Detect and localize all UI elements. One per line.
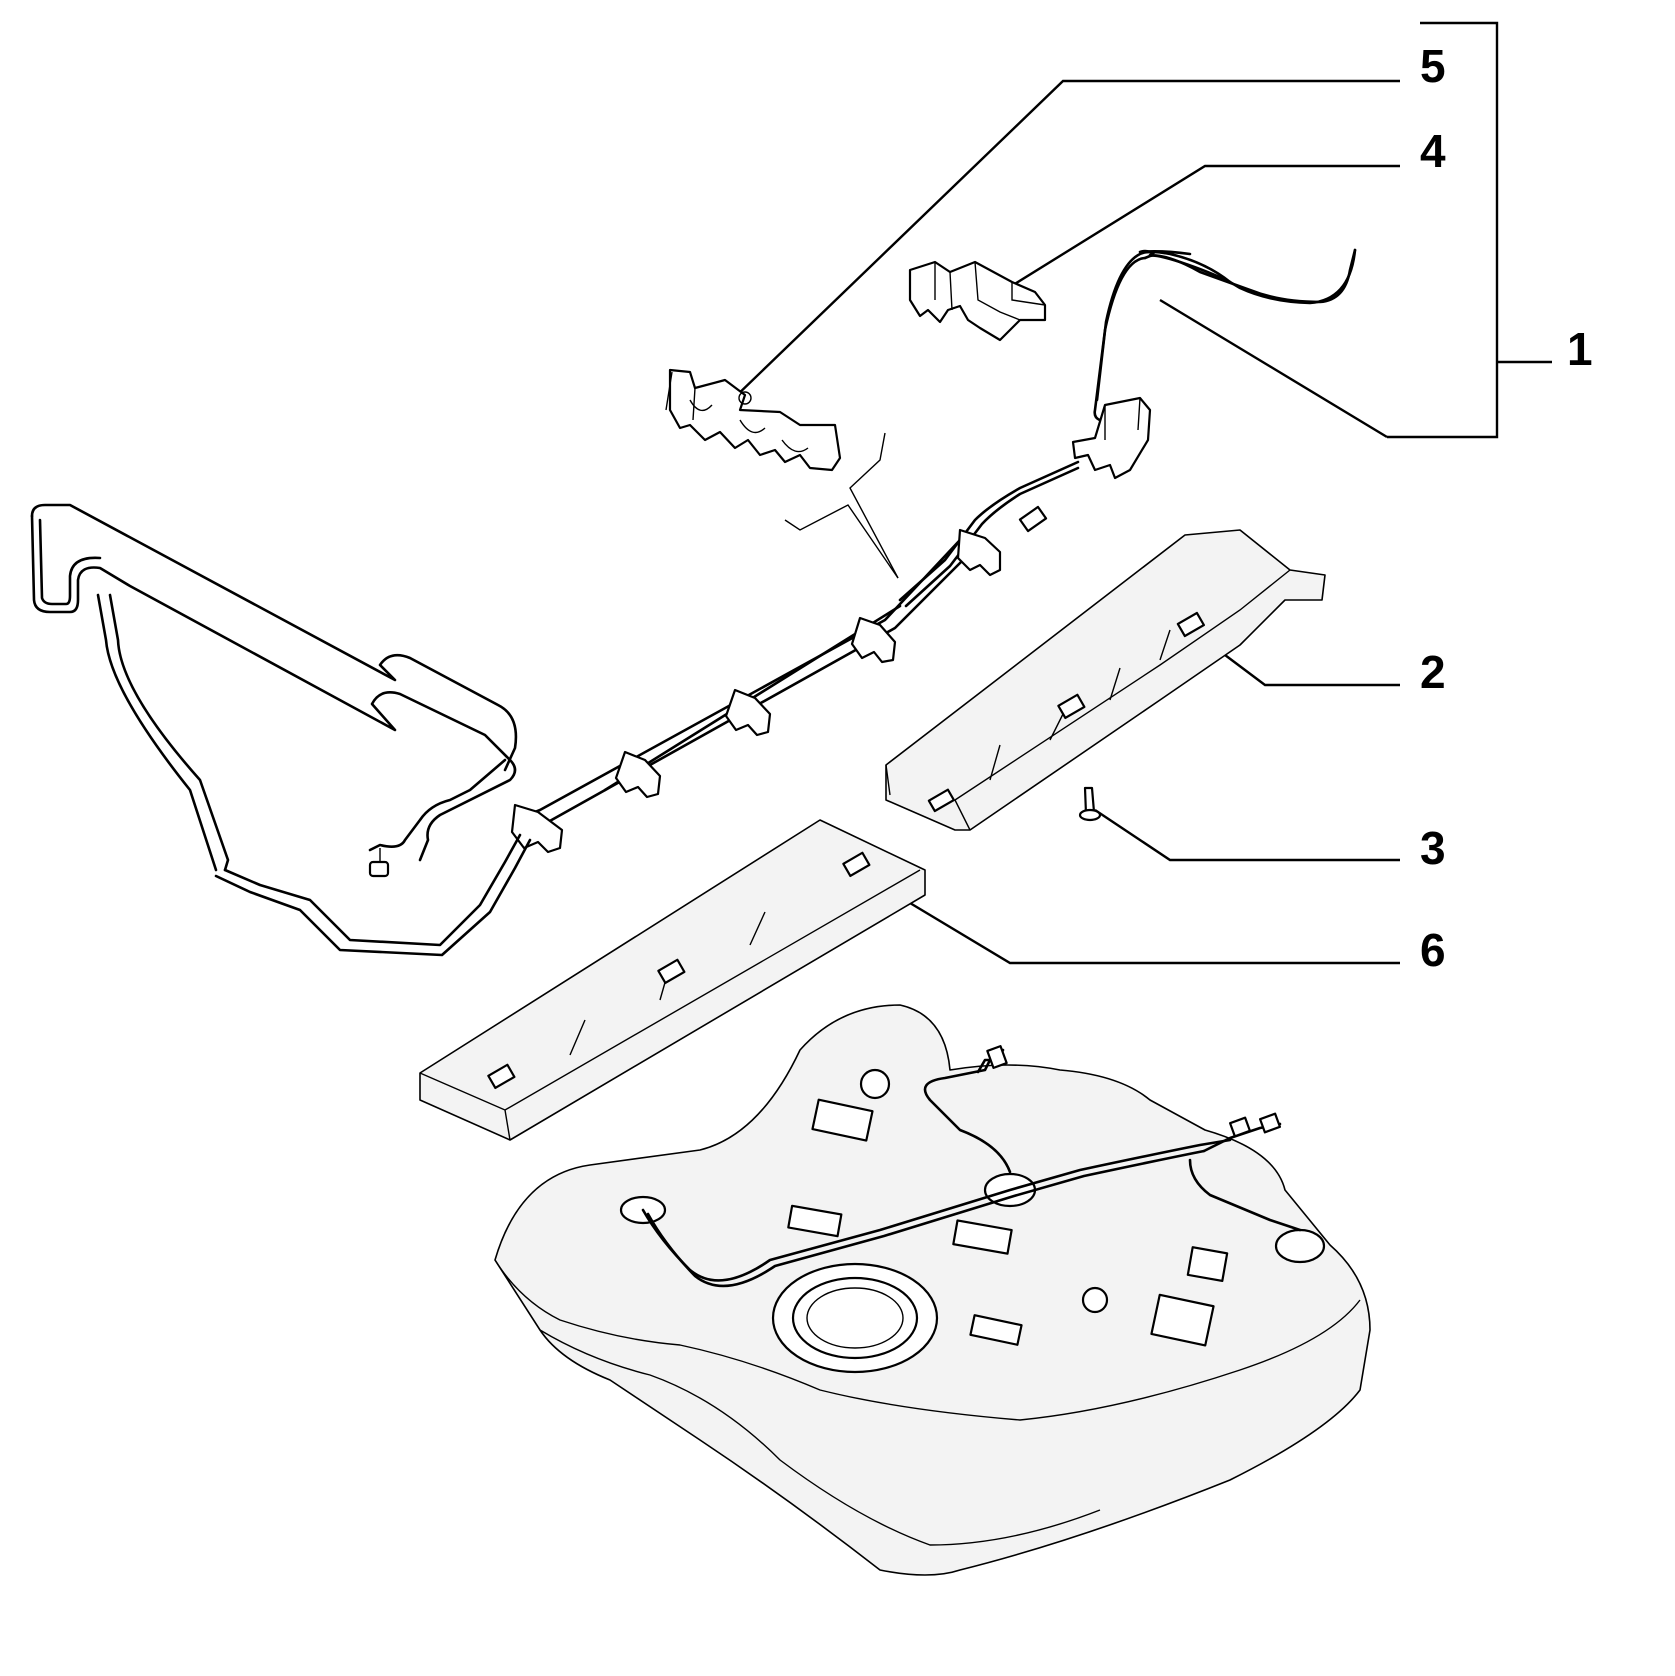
pipe-clips <box>510 528 1002 854</box>
guide-lines <box>784 432 899 579</box>
callout-1: 1 <box>1567 323 1593 375</box>
screw-part-3 <box>1078 786 1102 822</box>
callout-labels: 5 4 1 2 3 6 <box>1420 40 1593 976</box>
callout-2: 2 <box>1420 646 1446 698</box>
callout-5: 5 <box>1420 40 1446 92</box>
fuel-line-assembly-part-1 <box>30 248 1357 957</box>
leader-lines <box>731 21 1552 965</box>
leader-line-2 <box>1224 654 1400 687</box>
tray-part-2 <box>885 529 1326 831</box>
leader-line-4 <box>1004 164 1400 292</box>
callout-3: 3 <box>1420 822 1446 874</box>
leader-line-1-bracket <box>1387 21 1499 439</box>
clip-part-4 <box>908 260 1047 342</box>
callout-4: 4 <box>1420 125 1446 177</box>
leader-line-5 <box>731 79 1400 401</box>
tray-part-6 <box>419 819 926 1141</box>
leader-line-1 <box>1159 298 1388 439</box>
clip-part-5 <box>665 368 842 472</box>
callout-6: 6 <box>1420 924 1446 976</box>
leader-line-6 <box>904 898 1400 965</box>
fuel-tank <box>494 1004 1371 1576</box>
leader-line-3 <box>1094 809 1400 862</box>
